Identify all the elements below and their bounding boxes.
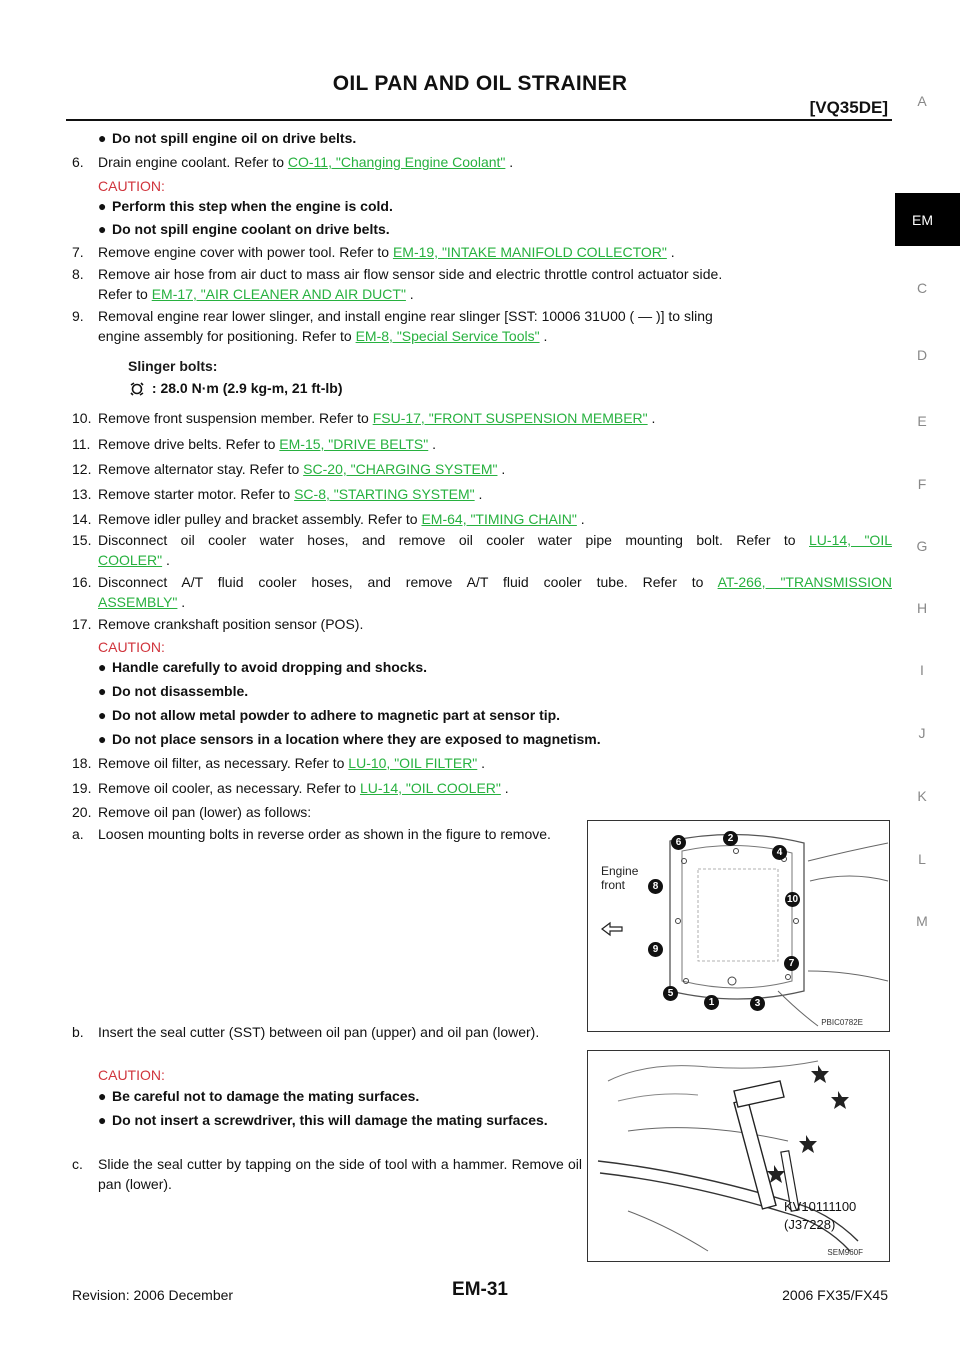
link-em-64[interactable]: EM-64, "TIMING CHAIN" [421,511,577,527]
bolt-marker: 7 [784,953,799,971]
side-letter-d[interactable]: D [916,347,928,363]
caution-item: ●Perform this step when the engine is co… [98,198,393,214]
arrow-left-icon [601,921,623,937]
torque-wrench-icon [130,382,144,396]
caution-item: ●Do not insert a screwdriver, this will … [98,1112,548,1128]
link-em-15[interactable]: EM-15, "DRIVE BELTS" [279,436,429,452]
torque-spec: : 28.0 N·m (2.9 kg-m, 21 ft-lb) [130,378,630,398]
link-sc-8[interactable]: SC-8, "STARTING SYSTEM" [294,486,475,502]
engine-model: [VQ35DE] [809,98,888,117]
link-em-8[interactable]: EM-8, "Special Service Tools" [355,328,540,344]
star-icon [767,1165,785,1183]
star-icon [799,1135,817,1153]
link-lu-14[interactable]: LU-14, "OIL [809,532,892,548]
link-em-17[interactable]: EM-17, "AIR CLEANER AND AIR DUCT" [151,286,406,302]
caution-item: ●Handle carefully to avoid dropping and … [98,659,428,675]
bolt-marker: 1 [704,992,719,1010]
bolt-marker: 8 [648,876,663,894]
side-tab-active[interactable]: EM [895,193,960,246]
figure-code: PBIC0782E [821,1018,863,1027]
figure-bolt-order: Engine front 1 2 3 4 5 6 7 8 9 10 PBIC07… [587,820,890,1032]
revision-date: Revision: 2006 December [72,1287,234,1303]
link-lu-14-cont[interactable]: COOLER" [98,552,163,568]
caution-item: ●Do not disassemble. [98,683,249,699]
side-letter-f[interactable]: F [917,476,927,492]
caution-label: CAUTION: [98,1067,165,1083]
figure-code: SEM960F [827,1248,863,1257]
header-rule [66,119,892,121]
link-lu-10[interactable]: LU-10, "OIL FILTER" [348,755,478,771]
side-letter-l[interactable]: L [918,851,926,867]
tool-number-label: KV10111100 (J37228) [784,1199,857,1232]
star-icon [831,1091,849,1109]
link-at-266[interactable]: AT-266, "TRANSMISSION [717,574,892,590]
side-letter-j[interactable]: J [918,725,926,741]
page-title: OIL PAN AND OIL STRAINER [332,72,628,95]
side-letter-i[interactable]: I [920,662,924,678]
bolt-marker: 9 [648,939,663,957]
page-number: EM-31 [452,1279,508,1300]
vehicle-model: 2006 FX35/FX45 [782,1287,888,1303]
bolt-marker: 2 [723,828,738,846]
caution-item: ●Do not place sensors in a location wher… [98,731,601,747]
side-letter-h[interactable]: H [916,600,928,616]
figure-seal-cutter: KV10111100 (J37228) SEM960F [587,1050,890,1262]
link-at-266-cont[interactable]: ASSEMBLY" [98,594,178,610]
oil-pan-diagram [601,833,889,1027]
side-letter-k[interactable]: K [917,788,927,804]
side-letter-e[interactable]: E [917,413,927,429]
caution-label: CAUTION: [98,178,165,194]
seal-cutter-diagram [597,1060,859,1252]
bolt-marker: 6 [671,832,686,850]
bolt-marker: 3 [750,993,765,1011]
caution-item: ●Do not spill engine coolant on drive be… [98,221,390,237]
link-sc-20[interactable]: SC-20, "CHARGING SYSTEM" [303,461,498,477]
engine-front-label: Engine front [601,864,639,892]
bolt-marker: 10 [785,892,800,907]
link-co-11[interactable]: CO-11, "Changing Engine Coolant" [287,154,506,170]
bolt-marker: 5 [663,983,678,1001]
link-fsu-17[interactable]: FSU-17, "FRONT SUSPENSION MEMBER" [372,410,648,426]
link-lu-14-oil-cooler[interactable]: LU-14, "OIL COOLER" [359,780,501,796]
link-em-19[interactable]: EM-19, "INTAKE MANIFOLD COLLECTOR" [392,244,667,260]
side-letter-a[interactable]: A [917,93,927,109]
bullet-drive-belts: ●Do not spill engine oil on drive belts. [98,130,357,146]
caution-item: ●Do not allow metal powder to adhere to … [98,707,561,723]
slinger-bolts-label: Slinger bolts: [128,358,218,374]
side-letter-c[interactable]: C [916,280,928,296]
star-icon [811,1065,829,1083]
bolt-marker: 4 [772,842,787,860]
caution-item: ●Be careful not to damage the mating sur… [98,1088,420,1104]
side-letter-g[interactable]: G [916,538,928,554]
caution-label: CAUTION: [98,639,165,655]
side-letter-m[interactable]: M [916,913,928,929]
